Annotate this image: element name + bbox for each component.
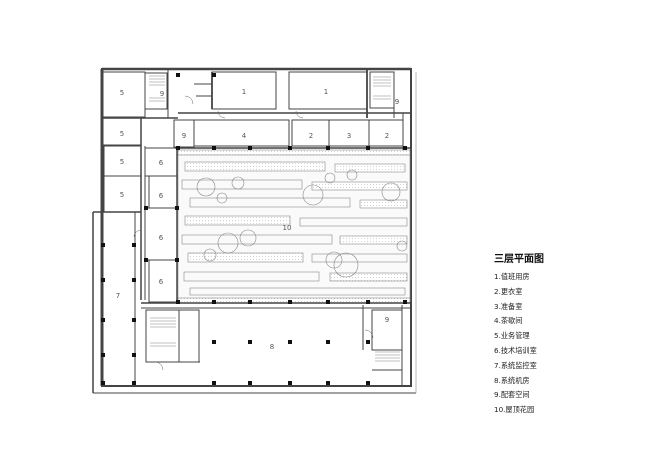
legend: 三层平面图 1.值班用房 2.更衣室 3.准备室 4.茶歇间 5.业务管理 6.… [494,250,644,418]
room-label: 8 [270,343,274,351]
column-mark [101,381,105,385]
column-mark [326,340,330,344]
room-label: 5 [120,191,124,199]
column-mark [366,381,370,385]
room-label: 7 [116,292,120,300]
column-mark [288,381,292,385]
column-mark [144,206,148,210]
room-label: 5 [120,130,124,138]
column-mark [132,278,136,282]
column-mark [175,206,179,210]
column-mark [212,73,216,77]
column-mark [326,381,330,385]
column-mark [132,243,136,247]
legend-title: 三层平面图 [494,254,544,265]
legend-item: 8.系统机房 [494,375,530,385]
column-mark [366,146,370,150]
column-mark [101,318,105,322]
structural-columns [101,73,407,385]
column-mark [212,340,216,344]
legend-item: 3.准备室 [494,301,523,311]
room-label: 6 [159,159,164,167]
room-label: 9 [385,316,389,324]
column-mark [176,300,180,304]
room-label: 5 [120,158,124,166]
column-mark [175,258,179,262]
room-label: 6 [159,278,164,286]
column-mark [132,318,136,322]
column-mark [212,381,216,385]
column-mark [101,278,105,282]
legend-item: 1.值班用房 [494,272,530,281]
column-mark [248,340,252,344]
room-label: 3 [347,132,351,140]
room-label: 2 [309,132,313,140]
column-mark [248,381,252,385]
legend-item: 2.更衣室 [494,286,523,296]
column-mark [101,353,105,357]
room-label: 6 [159,234,164,242]
room-label: 1 [324,88,328,96]
room-label: 5 [120,89,124,97]
interior-walls [102,70,411,386]
room-label: 9 [395,98,399,106]
room-label: 9 [182,132,186,140]
room-labels: 1 1 5 9 9 5 9 4 2 3 2 5 6 5 6 10 6 7 6 9… [116,88,399,351]
building-outline [92,67,417,394]
column-mark [248,300,252,304]
legend-item: 5.业务管理 [494,331,530,341]
legend-item: 7.系统监控室 [494,360,537,370]
legend-item: 9.配套空间 [494,390,530,400]
column-mark [132,381,136,385]
column-mark [366,340,370,344]
column-mark [288,300,292,304]
room-label: 9 [160,90,164,98]
column-mark [403,300,407,304]
column-mark [288,146,292,150]
room-label: 4 [242,132,247,140]
column-mark [176,73,180,77]
column-mark [212,146,216,150]
column-mark [144,258,148,262]
column-mark [132,353,136,357]
room-label: 2 [385,132,389,140]
legend-item: 6.技术培训室 [494,345,537,355]
room-label: 1 [242,88,246,96]
legend-item: 10.屋顶花园 [494,405,535,415]
column-mark [212,300,216,304]
column-mark [176,146,180,150]
column-mark [101,243,105,247]
column-mark [288,340,292,344]
column-mark [248,146,252,150]
legend-item: 4.茶歇间 [494,316,523,326]
column-mark [326,146,330,150]
room-label: 10 [283,224,292,232]
roof-garden [177,149,411,304]
room-label: 6 [159,192,164,200]
column-mark [326,300,330,304]
column-mark [403,146,407,150]
column-mark [366,300,370,304]
